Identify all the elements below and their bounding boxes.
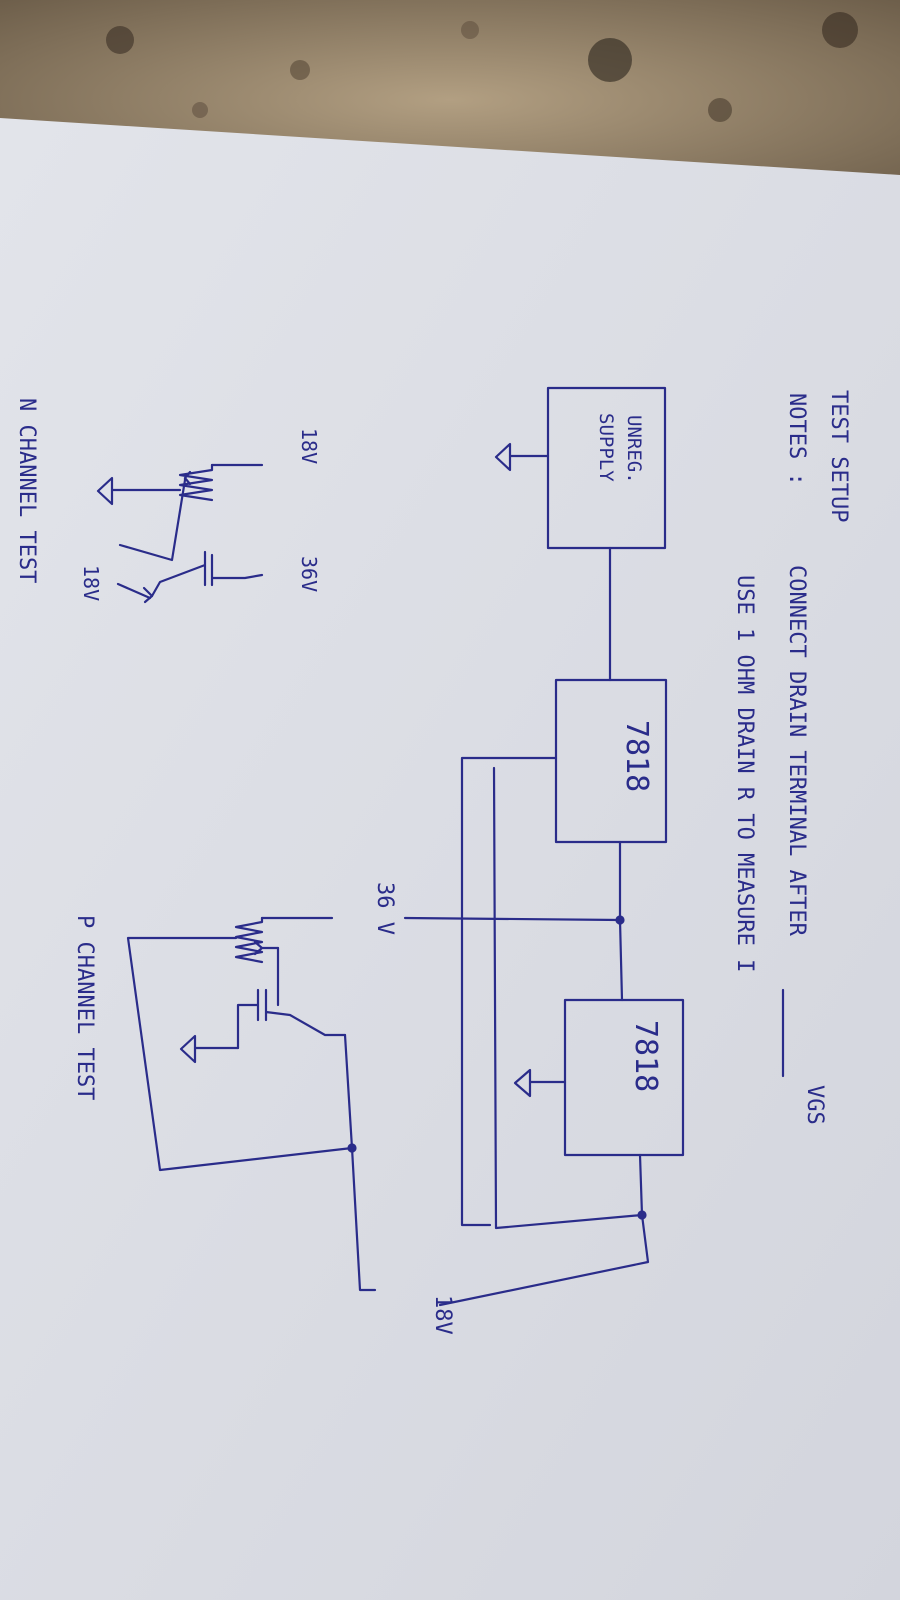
p-mosfet-ground-icon xyxy=(179,1034,240,1064)
n-channel-caption: N CHANNEL TEST xyxy=(14,398,39,583)
supply-ground-icon xyxy=(494,442,550,472)
p-channel-caption: P CHANNEL TEST xyxy=(72,915,97,1100)
regulator1-box xyxy=(554,678,668,844)
p-channel-pot-resistor xyxy=(234,916,264,964)
p-channel-pot-wiper xyxy=(253,940,280,956)
note-line-2: USE 1 OHM DRAIN R TO MEASURE I xyxy=(732,575,757,972)
title-text: TEST SETUP xyxy=(826,390,851,522)
n-pot-ground-icon xyxy=(96,476,182,506)
wire-reg2-out xyxy=(638,1153,644,1217)
n-mosfet-arrow xyxy=(142,586,154,604)
supply-label-line1: UNREG. xyxy=(623,415,645,484)
wire-36v-to-reg2 xyxy=(618,918,624,1002)
note-line-1: CONNECT DRAIN TERMINAL AFTER xyxy=(784,565,809,937)
supply-label-line2: SUPPLY xyxy=(595,413,617,482)
regulator1-label: 7818 xyxy=(619,720,654,792)
n-channel-36v: 36V xyxy=(297,556,321,592)
paper-sheet xyxy=(0,118,900,1600)
wire-reg2-loop xyxy=(492,766,644,1230)
wire-reg1-common xyxy=(460,756,558,1227)
output-18v-label: 18V xyxy=(430,1295,455,1335)
unregulated-supply-box xyxy=(546,386,667,550)
n-channel-18v-bottom: 18V xyxy=(79,565,103,601)
p-channel-mosfet xyxy=(236,946,347,1050)
regulator2-box xyxy=(563,998,685,1157)
wire-36v-tap xyxy=(403,916,622,922)
regulator2-label: 7818 xyxy=(628,1020,663,1092)
p-channel-drain-wire xyxy=(343,1033,377,1292)
n-channel-mosfet xyxy=(116,478,264,600)
wire-18v-output xyxy=(438,1213,650,1307)
p-channel-return-loop xyxy=(126,936,354,1172)
vgs-label: VGS xyxy=(802,1085,827,1125)
n-channel-pot-resistor xyxy=(178,463,214,502)
n-channel-18v-top: 18V xyxy=(297,428,321,464)
node-36v-label: 36 V xyxy=(372,882,397,935)
notes-label: NOTES : xyxy=(784,393,809,486)
reg2-ground-icon xyxy=(513,1068,567,1098)
